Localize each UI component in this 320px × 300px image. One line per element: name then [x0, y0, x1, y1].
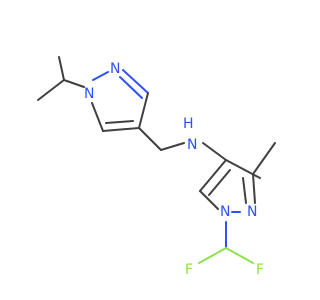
bond-isopropyl-ch3-left: [37, 79, 65, 101]
bond-chf2-f-right: [225, 247, 254, 264]
bond-bottom-c5-n1: [199, 190, 219, 210]
bond-bottom-c4-c3: [225, 159, 261, 179]
bond-top-c4-c5-b: [105, 120, 134, 124]
bond-bottom-c3-n2-a: [252, 173, 256, 204]
atom-f-left: F: [185, 262, 193, 278]
bond-top-c5-n1: [91, 102, 104, 132]
bond-bottom-c3-n2-b: [242, 177, 247, 204]
bond-bottom-c4-c5-b: [208, 169, 231, 196]
bond-top-c3-c4: [138, 92, 149, 129]
bond-top-n2-c3-a: [122, 69, 149, 94]
atom-nh: N: [187, 137, 197, 153]
bond-chf2-f-left: [198, 247, 227, 264]
bond-top-n1-n2: [92, 71, 109, 81]
atom-nh-h: H: [183, 116, 194, 132]
bond-nh-c4b: [202, 142, 227, 161]
atom-n-bottom-2: N: [247, 204, 257, 220]
bond-isopropyl-ch3-top: [58, 56, 65, 81]
atom-n-top-1: N: [84, 86, 94, 102]
bond-bottom-c4-c5-a: [199, 159, 227, 192]
atom-f-right: F: [256, 262, 264, 278]
bond-top-n2-c3-b: [119, 76, 143, 99]
molecule-structure: N N H N N N F F: [37, 56, 276, 278]
bond-ch2-nh: [160, 142, 185, 151]
atom-n-bottom-1: N: [220, 204, 230, 220]
atom-n-top-2: N: [110, 61, 120, 77]
bond-top-c4-c5-a: [102, 127, 140, 132]
bond-isopropyl-to-n1: [63, 79, 85, 88]
bond-bottom-c3-methyl: [252, 142, 276, 175]
bond-c4-ch2: [138, 127, 162, 151]
